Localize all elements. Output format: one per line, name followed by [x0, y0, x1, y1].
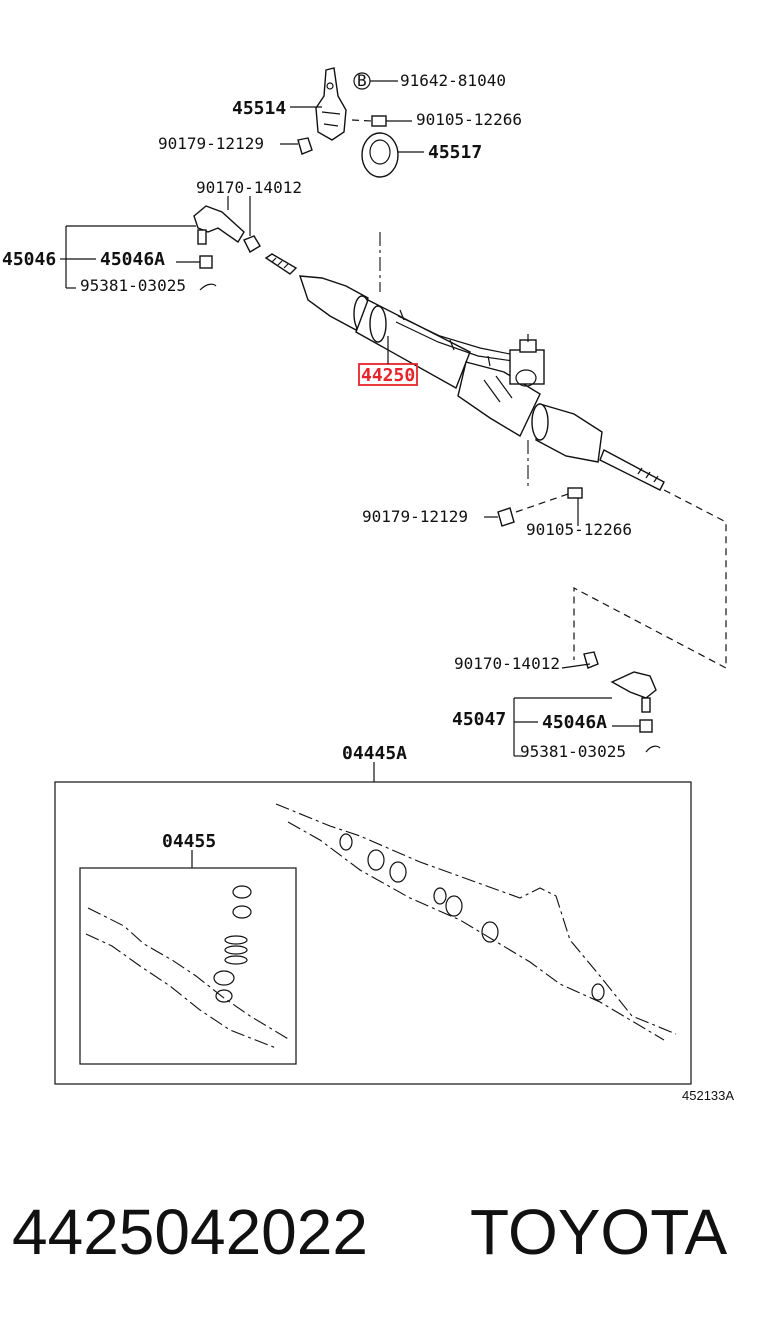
seal-kit-box — [79, 850, 297, 1065]
callout-tie-rod-end-right: 45047 — [452, 709, 506, 730]
bracket-group — [280, 67, 424, 178]
callout-nut-left: 90170-14012 — [196, 178, 302, 197]
caption-part-number: 4425042022 — [12, 1196, 368, 1268]
callout-tie-rod-sub-left: 45046A — [100, 249, 165, 270]
left-tie-rod-end — [60, 196, 261, 291]
callout-cotter-pin-left: 95381-03025 — [80, 276, 186, 295]
callout-cotter-pin-right: 95381-03025 — [520, 742, 626, 761]
callout-seal-kit: 04455 — [162, 831, 216, 852]
callout-rack-assembly: 44250 — [361, 365, 415, 386]
callout-bolt-b-ref: B — [357, 71, 367, 90]
callout-bolt-lower: 90105-12266 — [526, 520, 632, 539]
figure-number: 452133A — [682, 1088, 734, 1103]
connection-lines — [573, 489, 727, 669]
callout-tie-rod-sub-right: 45046A — [542, 712, 607, 733]
callout-nut-lower: 90179-12129 — [362, 507, 468, 526]
callout-nut-right: 90170-14012 — [454, 654, 560, 673]
right-tie-rod-end — [513, 651, 661, 757]
callout-bracket-clamp: 45517 — [428, 142, 482, 163]
callout-bracket: 45514 — [232, 98, 286, 119]
callout-gasket-kit: 04445A — [342, 743, 407, 764]
callout-bolt-b: 91642-81040 — [400, 71, 506, 90]
steering-rack — [264, 232, 665, 491]
caption-brand: TOYOTA — [470, 1196, 728, 1268]
gasket-kit-box — [54, 762, 692, 1085]
callout-nut-upper: 90179-12129 — [158, 134, 264, 153]
lower-mount-hardware — [484, 487, 583, 527]
callout-tie-rod-end-left: 45046 — [2, 249, 56, 270]
callout-bolt-upper: 90105-12266 — [416, 110, 522, 129]
